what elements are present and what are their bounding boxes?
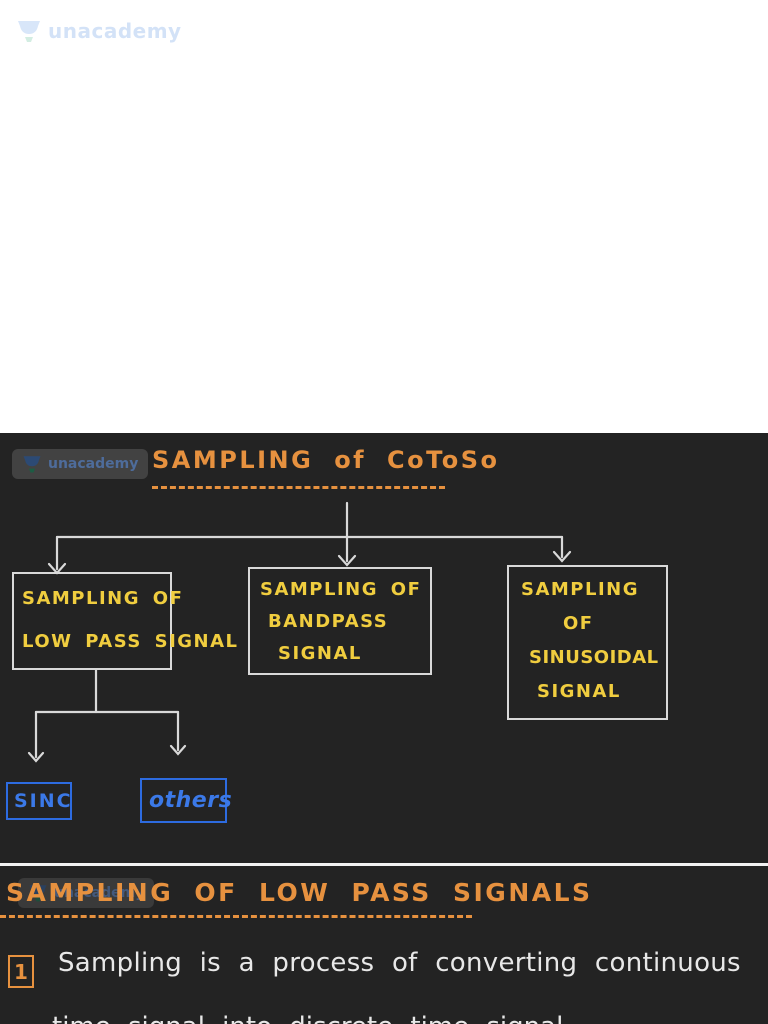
node-text-line: SAMPLING bbox=[521, 579, 640, 600]
heading-dashed-underline bbox=[0, 915, 472, 918]
unacademy-logo: unacademy bbox=[16, 18, 182, 44]
node-text-line: SIGNAL bbox=[537, 681, 621, 702]
board-title: SAMPLING of CoToSo bbox=[152, 446, 500, 474]
notes-board-section: unacademy SAMPLING OF LOW PASS SIGNALS 1… bbox=[0, 866, 768, 1024]
node-low-pass-signal: SAMPLING OF LOW PASS SIGNAL bbox=[12, 572, 239, 670]
unacademy-cup-icon bbox=[18, 21, 40, 42]
node-text-line: LOW PASS SIGNAL bbox=[22, 631, 239, 652]
node-text-line: BANDPASS bbox=[268, 611, 389, 632]
note-text: Sampling is a process of converting cont… bbox=[58, 948, 741, 978]
node-bandpass-signal: SAMPLING OF BANDPASS SIGNAL bbox=[248, 567, 432, 675]
blank-canvas-section: unacademy bbox=[0, 0, 768, 433]
node-text-line: SAMPLING OF bbox=[260, 579, 422, 600]
note-item-1: 1 Sampling is a process of converting co… bbox=[8, 948, 741, 988]
unacademy-badge: unacademy bbox=[18, 878, 155, 908]
flowchart-board-section: unacademy SAMPLING of CoToSo bbox=[0, 433, 768, 863]
unacademy-badge: unacademy bbox=[12, 449, 149, 479]
notes-heading: SAMPLING OF LOW PASS SIGNALS bbox=[6, 878, 593, 907]
title-dashed-underline bbox=[152, 486, 445, 489]
unacademy-cup-icon bbox=[23, 456, 41, 473]
leaf-node-others: others bbox=[140, 778, 232, 823]
leaf-node-sinc: SINC bbox=[6, 782, 72, 820]
node-text-line: SINUSOIDAL bbox=[529, 647, 659, 668]
unacademy-cup-icon bbox=[29, 885, 47, 902]
unacademy-logo-text: unacademy bbox=[48, 19, 182, 43]
node-text-line: OF bbox=[563, 613, 594, 634]
node-sinusoidal-signal: SAMPLING OF SINUSOIDAL SIGNAL bbox=[507, 565, 668, 720]
unacademy-badge-text: unacademy bbox=[48, 456, 139, 472]
unacademy-badge-text: unacademy bbox=[54, 885, 145, 901]
note-text-continued-clipped: time signal into discrete time signal bbox=[52, 1012, 563, 1024]
node-text-line: SIGNAL bbox=[278, 643, 362, 664]
note-number-box: 1 bbox=[8, 955, 34, 988]
node-text-line: SAMPLING OF bbox=[22, 588, 184, 609]
flowchart-connector-arrows bbox=[27, 501, 572, 763]
section-divider-line bbox=[0, 863, 768, 866]
